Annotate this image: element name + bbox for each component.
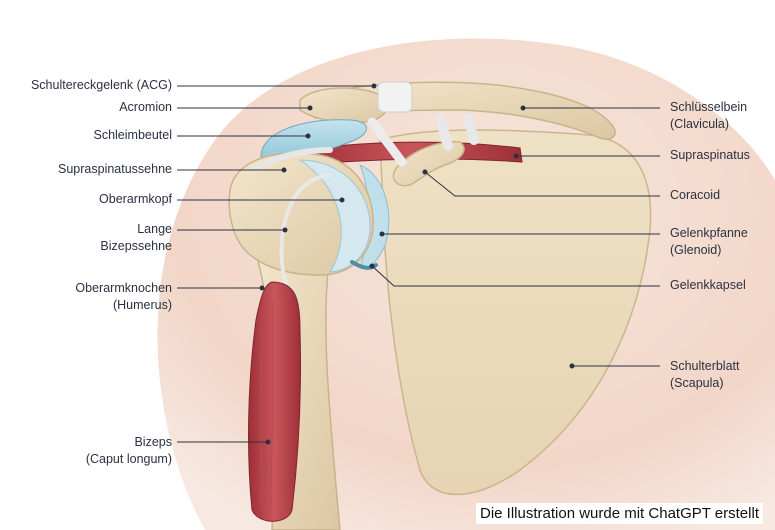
supraspinatus-tendon — [252, 147, 333, 171]
label-glenoid: Gelenkpfanne (Glenoid) — [670, 225, 748, 259]
label-oberarmkopf: Oberarmkopf — [99, 192, 172, 206]
biceps-striation-3 — [260, 309, 263, 511]
label-humerus: Oberarmknochen (Humerus) — [75, 280, 172, 314]
scapula — [379, 129, 652, 496]
pointer-dots — [259, 83, 575, 445]
supraspinatus-muscle — [299, 141, 523, 166]
acg-ligament — [377, 81, 413, 113]
label-scapula-line2: (Scapula) — [670, 376, 724, 390]
label-bizeps-line2: (Caput longum) — [85, 452, 172, 466]
label-supraspinatus: Supraspinatus — [670, 148, 750, 162]
label-bizeps: Bizeps (Caput longum) — [86, 434, 172, 468]
coracoacromial-ligament — [367, 117, 407, 167]
label-lange-bizepssehne: Lange Bizepssehne — [100, 221, 172, 255]
label-glenoid-line1: Gelenkpfanne — [670, 226, 748, 240]
coracoclavicular-ligament — [435, 113, 453, 151]
label-humerus-line1: Oberarmknochen — [75, 281, 172, 295]
leader-lines-right — [371, 107, 660, 367]
leader-coracoid — [424, 171, 660, 197]
label-scapula: Schulterblatt (Scapula) — [670, 358, 739, 392]
biceps-tendon — [279, 173, 332, 297]
illustration-credit: Die Illustration wurde mit ChatGPT erste… — [476, 503, 763, 524]
label-acg: Schultereckgelenk (ACG) — [30, 78, 172, 92]
label-clavicula-line1: Schlüsselbein — [670, 100, 748, 114]
label-scapula-line1: Schulterblatt — [670, 359, 740, 373]
label-clavicula: Schlüsselbein (Clavicula) — [670, 99, 747, 133]
coracoid — [392, 141, 465, 187]
leader-gelenkkapsel — [371, 265, 660, 287]
label-schleimbeutel: Schleimbeutel — [93, 128, 172, 142]
biceps-muscle — [248, 281, 302, 522]
label-lange-line1: Lange — [137, 222, 172, 236]
label-glenoid-line2: (Glenoid) — [670, 243, 722, 257]
coracoclavicular-ligament-2 — [463, 113, 479, 145]
leader-lines-left — [177, 85, 374, 443]
label-bizeps-line1: Bizeps — [134, 435, 172, 449]
label-humerus-line2: (Humerus) — [112, 298, 172, 312]
label-acromion: Acromion — [119, 100, 172, 114]
label-coracoid: Coracoid — [670, 188, 721, 202]
label-clavicula-line2: (Clavicula) — [670, 117, 730, 131]
biceps-striation — [269, 299, 274, 511]
label-lange-line2: Bizepssehne — [100, 239, 172, 253]
humeral-head-cartilage — [298, 159, 371, 273]
biceps-striation-2 — [281, 299, 287, 511]
label-supraspinatussehne: Supraspinatussehne — [58, 162, 172, 176]
label-gelenkkapsel: Gelenkkapsel — [670, 278, 746, 292]
